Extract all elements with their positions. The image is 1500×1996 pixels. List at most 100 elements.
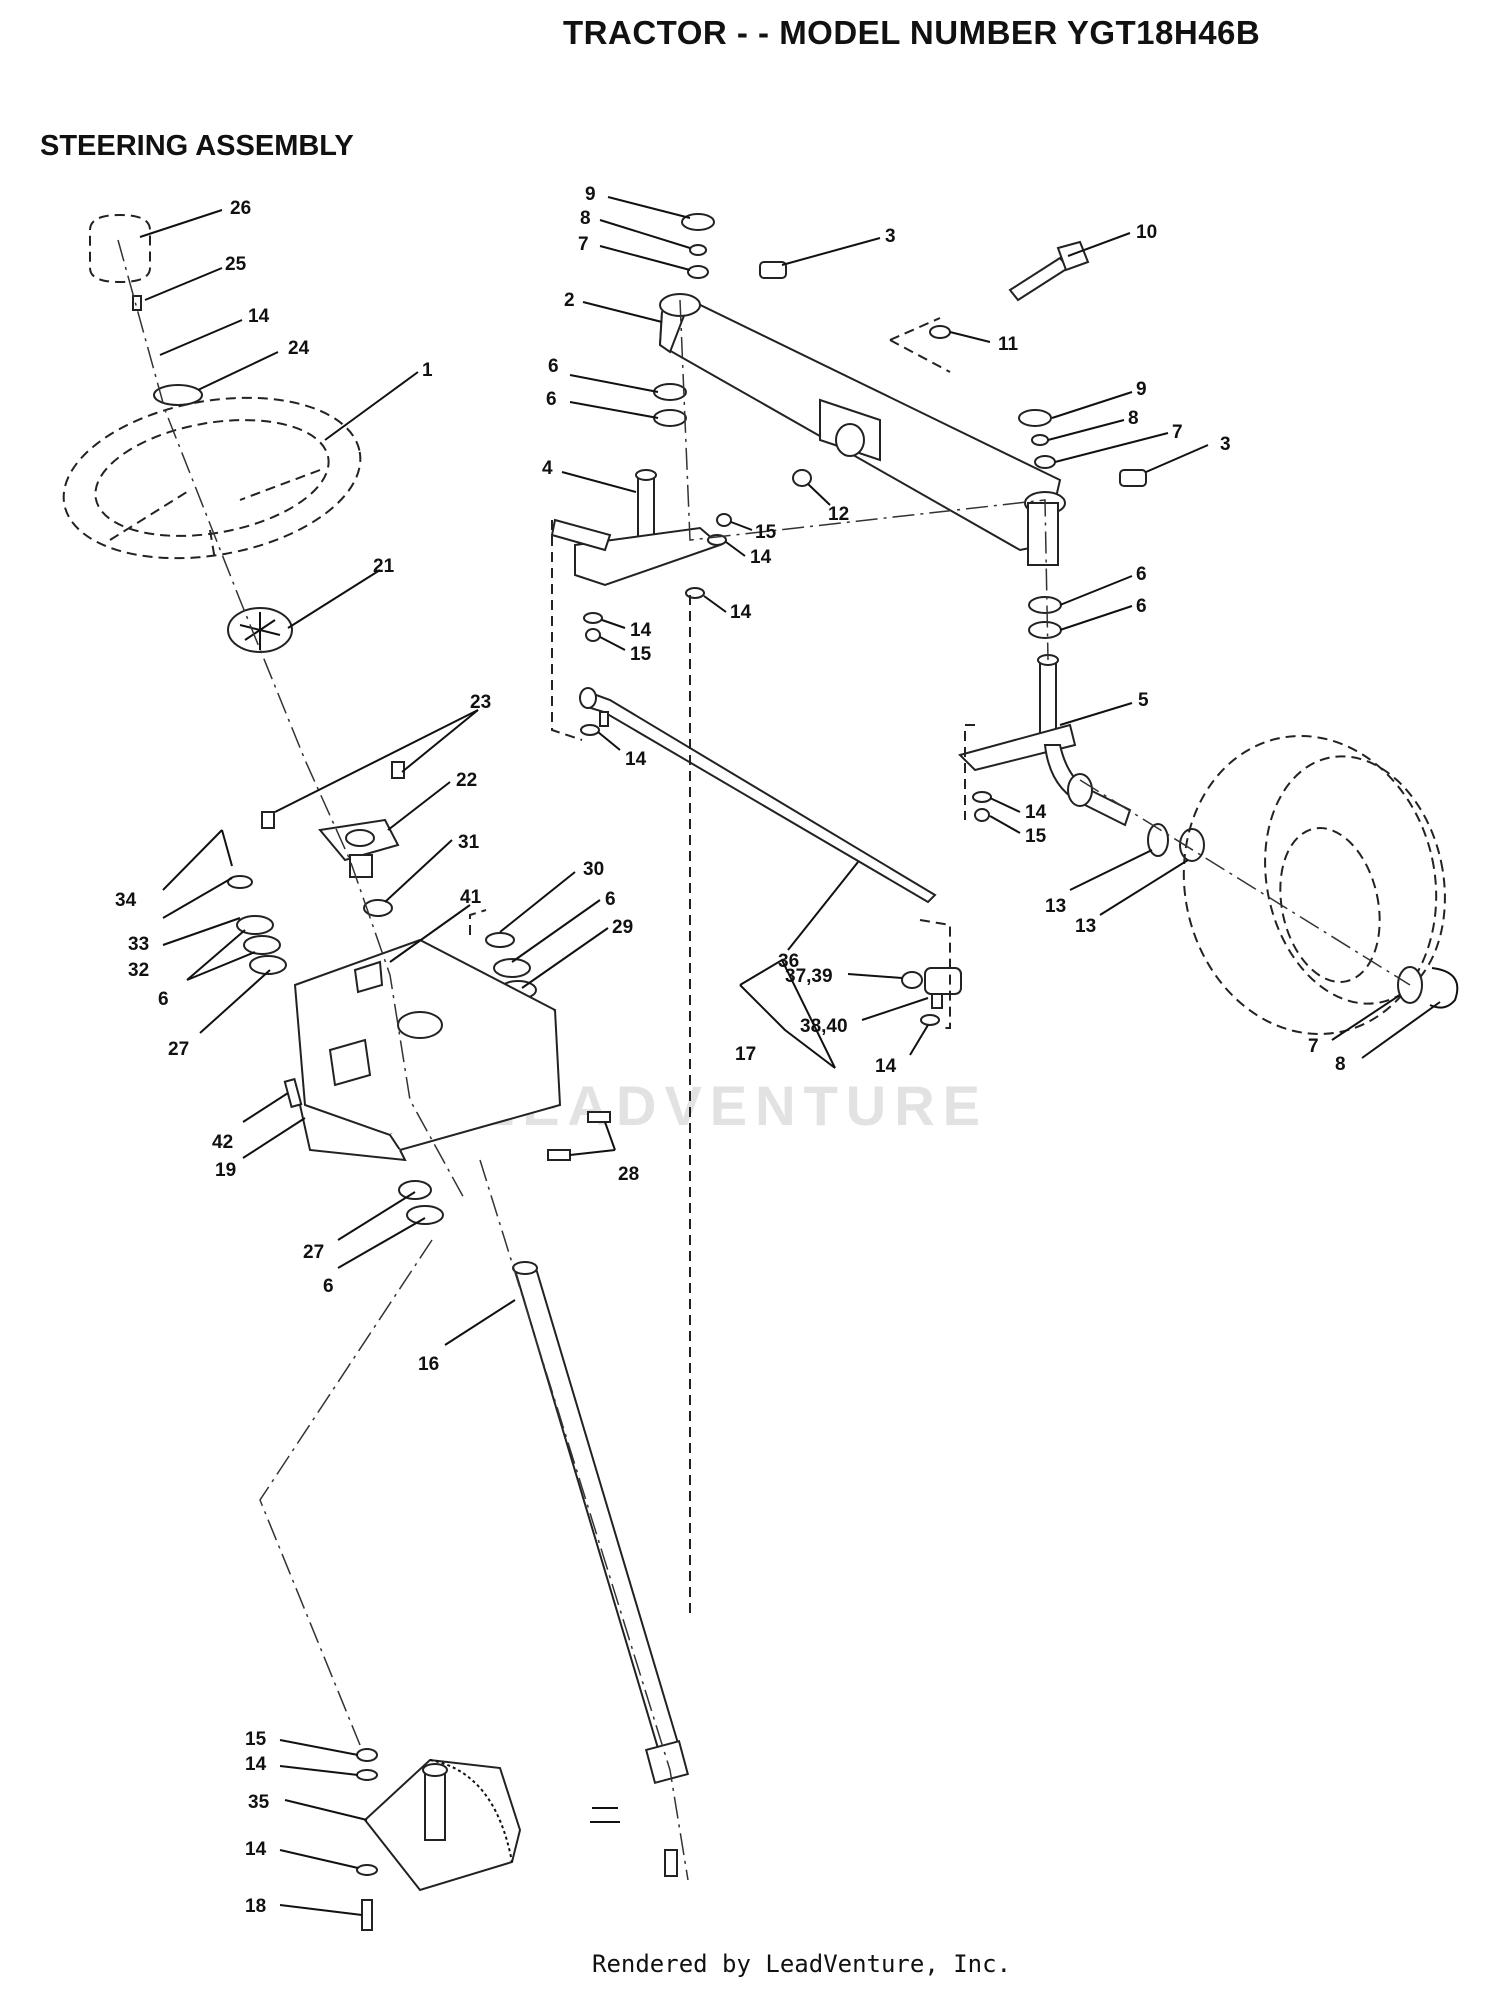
bolt-part	[132, 295, 142, 311]
callout-14: 14	[875, 1056, 897, 1077]
callout-3: 3	[885, 226, 896, 247]
callout-14: 14	[750, 547, 772, 568]
callout-6: 6	[158, 989, 169, 1010]
bolt-34-part	[221, 829, 233, 867]
steering-shaft-part	[512, 1261, 690, 1785]
washer-part	[580, 724, 600, 736]
callout-16: 16	[418, 1354, 439, 1375]
ball-joint-part	[901, 967, 962, 1009]
washer-part	[249, 955, 287, 975]
washer-part	[1031, 434, 1049, 446]
callout-27: 27	[303, 1242, 324, 1263]
callout-33: 33	[128, 934, 149, 955]
callout-17: 17	[735, 1044, 756, 1065]
washer-part	[1147, 823, 1169, 857]
dashed-guide	[919, 919, 951, 1029]
callout-3: 3	[1220, 434, 1231, 455]
centerline	[679, 299, 1049, 661]
retaining-ring-part	[1429, 967, 1459, 1009]
callout-4: 4	[542, 458, 553, 479]
leader-lines	[139, 196, 1441, 1916]
callout-42: 42	[212, 1132, 233, 1153]
front-tire-part	[1182, 734, 1446, 1036]
callout-7: 7	[1308, 1036, 1319, 1057]
callout-5: 5	[1138, 690, 1149, 711]
centerline	[1079, 779, 1411, 986]
callout-6: 6	[548, 356, 559, 377]
washer-part	[687, 265, 709, 279]
callout-14: 14	[625, 749, 647, 770]
callout-15: 15	[630, 644, 652, 665]
washer-part	[972, 791, 992, 803]
callout-38-40: 38,40	[800, 1016, 848, 1037]
callout-31: 31	[458, 832, 480, 853]
callout-13: 13	[1075, 916, 1096, 937]
callout-14: 14	[730, 602, 752, 623]
washer-part	[236, 915, 274, 935]
callout-27: 27	[168, 1039, 189, 1060]
bolt-18-part	[361, 1899, 373, 1931]
centerline	[479, 1159, 689, 1881]
washer-part	[227, 875, 253, 889]
callout-6: 6	[605, 889, 616, 910]
dashed-guide	[551, 520, 583, 741]
callout-15: 15	[755, 522, 777, 543]
centerline	[117, 239, 466, 1201]
callout-28: 28	[618, 1164, 639, 1185]
nut-part	[974, 808, 990, 822]
washer-part	[406, 1205, 444, 1225]
nut-part	[356, 1748, 378, 1762]
callout-1: 1	[422, 360, 433, 381]
callout-41: 41	[460, 887, 482, 908]
callout-14: 14	[245, 1754, 267, 1775]
washer-part	[1179, 828, 1205, 862]
callout-13: 13	[1045, 896, 1066, 917]
washer-part	[653, 383, 687, 401]
grease-fitting-part	[759, 261, 787, 279]
spline-adapter-part	[227, 607, 293, 653]
callout-30: 30	[583, 859, 604, 880]
callout-7: 7	[578, 234, 589, 255]
bolt-28-part	[587, 1111, 611, 1123]
callout-15: 15	[245, 1729, 267, 1750]
pivot-bolt-part	[1008, 240, 1090, 302]
washer-part	[243, 935, 281, 955]
callout-8: 8	[1335, 1054, 1346, 1075]
screw-part	[261, 811, 275, 829]
washer-part	[689, 244, 707, 256]
callout-25: 25	[225, 254, 247, 275]
washer-part	[485, 932, 515, 948]
watermark-text: LEADVENTURE	[480, 1074, 988, 1137]
washer-part	[356, 1769, 378, 1781]
callout-14: 14	[630, 620, 652, 641]
callout-19: 19	[215, 1160, 236, 1181]
centerline	[259, 1239, 433, 1746]
section-title: STEERING ASSEMBLY	[40, 130, 354, 162]
callout-23: 23	[470, 692, 491, 713]
sector-gear-part	[363, 1758, 522, 1892]
washer-part	[493, 958, 531, 978]
left-spindle-part	[550, 469, 722, 587]
callout-14: 14	[248, 306, 270, 327]
callout-12: 12	[828, 504, 849, 525]
grease-fitting-part	[1119, 469, 1147, 487]
cap-part	[1018, 409, 1052, 427]
nut-part	[585, 628, 601, 642]
callout-9: 9	[1136, 379, 1147, 400]
set-screw-part	[599, 711, 609, 727]
callout-15: 15	[1025, 826, 1047, 847]
callout-8: 8	[1128, 408, 1139, 429]
callout-36: 36	[778, 951, 799, 972]
nut-part	[792, 469, 812, 487]
bushing-part	[318, 818, 400, 878]
washer-part	[1028, 596, 1062, 614]
callout-7: 7	[1172, 422, 1183, 443]
washer-part	[653, 409, 687, 427]
tie-rod-part	[579, 687, 937, 904]
callout-6: 6	[1136, 564, 1147, 585]
bolt-42-part	[283, 1077, 303, 1109]
callout-22: 22	[456, 770, 477, 791]
screw-part	[391, 761, 405, 779]
washer-part	[920, 1014, 940, 1026]
